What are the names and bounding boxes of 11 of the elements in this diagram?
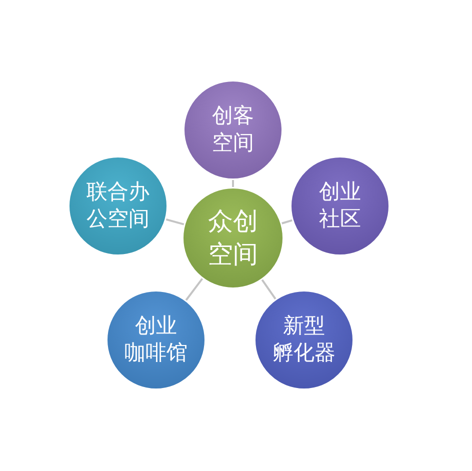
- node-label: 创业咖啡馆: [124, 312, 188, 367]
- connector-line: [232, 180, 234, 187]
- connector-line: [282, 219, 292, 224]
- node-label: 联合办公空间: [86, 178, 150, 233]
- node-label: 众创空间: [208, 206, 258, 270]
- node-label: 创业社区: [319, 178, 361, 233]
- connector-line: [166, 218, 184, 226]
- node-label: 创客空间: [212, 102, 254, 157]
- connector-line: [261, 279, 276, 300]
- node-label: 新型孵化器: [272, 312, 336, 367]
- connector-line: [185, 278, 204, 301]
